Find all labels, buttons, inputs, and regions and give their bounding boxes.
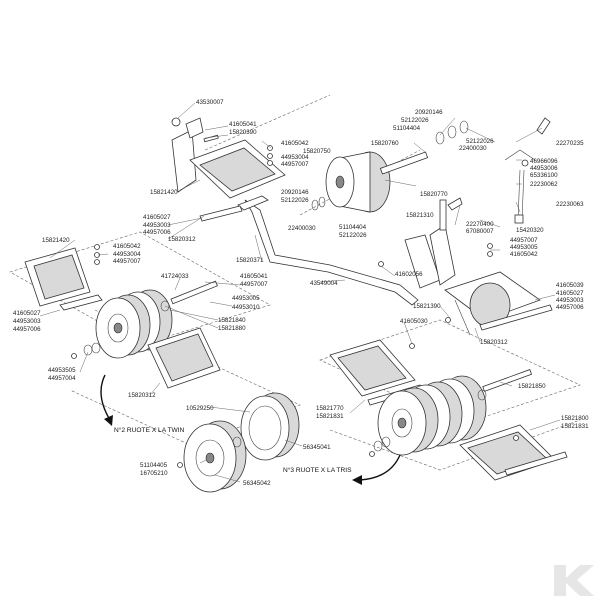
part-label: 44953003 xyxy=(13,318,41,325)
part-label: 44953004 xyxy=(113,251,141,258)
part-label: 41605042 xyxy=(281,140,309,147)
hitch-pin-parts xyxy=(447,117,551,224)
part-label: 15820312 xyxy=(480,339,508,346)
bolts-and-nuts xyxy=(71,145,519,468)
part-label: 44953005 xyxy=(510,244,538,251)
twin-wheel-parts xyxy=(183,392,300,493)
part-label: 44957007 xyxy=(240,281,268,288)
part-label: 44953005 xyxy=(232,295,260,302)
part-label: 44957004 xyxy=(48,375,76,382)
part-label: 15821420 xyxy=(42,237,70,244)
part-label: 46966096 xyxy=(530,158,558,165)
right-middle-scraper xyxy=(329,339,423,406)
part-label: 15821390 xyxy=(413,303,441,310)
part-label: 41605042 xyxy=(510,251,538,258)
part-label: 44957007 xyxy=(510,237,538,244)
right-wheel-stack xyxy=(373,369,533,456)
part-labels: 43530007 41605041 15820390 41605042 4495… xyxy=(13,99,589,487)
part-label: 51104404 xyxy=(393,125,421,132)
part-label: 41605030 xyxy=(400,318,428,325)
left-wheel-stack xyxy=(83,280,218,359)
part-label: 44953505 xyxy=(48,367,76,374)
part-label: 44953003 xyxy=(556,297,584,304)
part-label: 56345042 xyxy=(243,480,271,487)
part-label: 10529250 xyxy=(186,405,214,412)
assembly-arrows xyxy=(100,374,401,485)
part-label: 15821420 xyxy=(150,189,178,196)
part-label: 44953010 xyxy=(232,304,260,311)
left-scraper-frame xyxy=(24,205,243,311)
part-label: 20920146 xyxy=(281,189,309,196)
part-label: 41605042 xyxy=(113,243,141,250)
part-label: 43549004 xyxy=(310,280,338,287)
part-label: 15820390 xyxy=(229,129,257,136)
part-label: 22270235 xyxy=(556,140,584,147)
part-label: 41602056 xyxy=(395,271,423,278)
part-label: 44953006 xyxy=(530,165,558,172)
part-label: 22230062 xyxy=(530,181,558,188)
part-label: 51104405 xyxy=(140,462,168,469)
part-label: 15420320 xyxy=(516,227,544,234)
part-label: 20920146 xyxy=(415,109,443,116)
part-label: 15820770 xyxy=(420,191,448,198)
central-roller xyxy=(311,120,469,213)
part-label: 44953004 xyxy=(281,154,309,161)
part-label: 15821880 xyxy=(218,325,246,332)
part-label: 44953003 xyxy=(143,222,171,229)
right-lower-scraper xyxy=(459,424,568,481)
part-label: 22400030 xyxy=(288,225,316,232)
part-label: 56345041 xyxy=(303,444,331,451)
part-label: 22400030 xyxy=(459,145,487,152)
leader-lines xyxy=(39,102,561,483)
part-label: 15821800 xyxy=(561,415,589,422)
part-label: 41605027 xyxy=(143,214,171,221)
upper-roller-bracket xyxy=(171,117,286,199)
frame-drawbar xyxy=(237,195,456,306)
part-label: 41605027 xyxy=(556,290,584,297)
part-label: 44957006 xyxy=(13,326,41,333)
part-label: 15821831 xyxy=(561,423,589,430)
part-label: 52122026 xyxy=(401,117,429,124)
part-label: 52122026 xyxy=(281,197,309,204)
part-label: 51104404 xyxy=(339,224,367,231)
part-label: 15821310 xyxy=(406,212,434,219)
part-label: 52122026 xyxy=(466,138,494,145)
part-label: 52122026 xyxy=(339,232,367,239)
part-label: 15821840 xyxy=(218,317,246,324)
part-label: 22230063 xyxy=(556,201,584,208)
part-label: 15820312 xyxy=(168,236,196,243)
part-label: 15820371 xyxy=(236,257,264,264)
part-label: 41605027 xyxy=(13,310,41,317)
part-label: 15821831 xyxy=(316,413,344,420)
part-label: 44957006 xyxy=(556,304,584,311)
left-lower-scraper xyxy=(147,327,221,389)
part-label: 15820312 xyxy=(128,392,156,399)
part-label: 15820750 xyxy=(303,148,331,155)
part-label: 41605041 xyxy=(229,121,257,128)
part-label: 41605041 xyxy=(240,273,268,280)
part-label: 16705210 xyxy=(140,470,168,477)
part-label: 65336100 xyxy=(530,172,558,179)
part-label: 22270400 xyxy=(466,221,494,228)
part-label: 44957007 xyxy=(113,258,141,265)
caption-twin: N°2 RUOTE X LA TWIN xyxy=(114,426,185,434)
brand-logo xyxy=(554,565,594,596)
part-label: 15821850 xyxy=(518,383,546,390)
part-label: 43530007 xyxy=(196,99,224,106)
right-upper-scraper xyxy=(444,271,553,336)
part-label: 44957007 xyxy=(281,161,309,168)
part-label: 41724033 xyxy=(161,273,189,280)
part-label: 67080007 xyxy=(466,228,494,235)
part-label: 15821770 xyxy=(316,405,344,412)
part-label: 44957006 xyxy=(143,229,171,236)
captions: N°2 RUOTE X LA TWIN N°3 RUOTE X LA TRIS xyxy=(114,426,352,474)
part-label: 15820760 xyxy=(371,140,399,147)
part-label: 41605039 xyxy=(556,282,584,289)
caption-tris: N°3 RUOTE X LA TRIS xyxy=(283,466,352,474)
